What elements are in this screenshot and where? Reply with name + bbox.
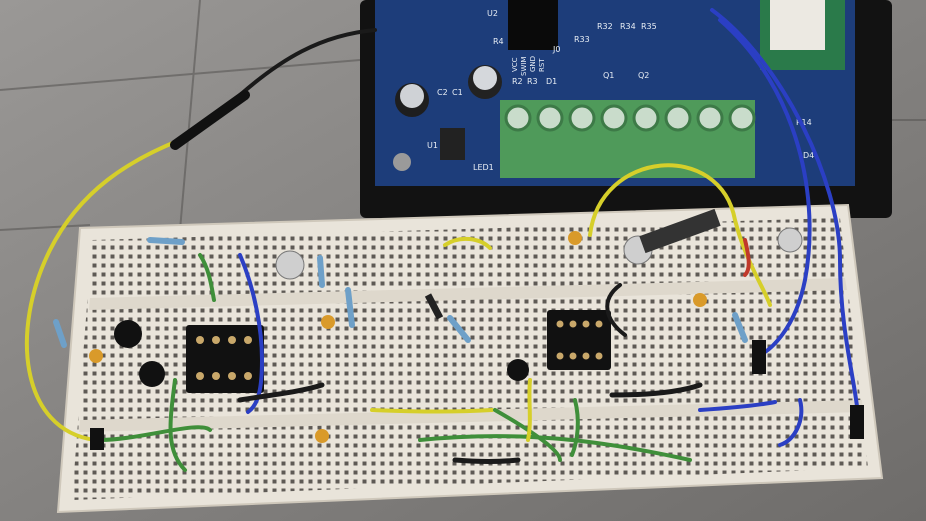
label-rst: RST bbox=[538, 58, 546, 72]
wire-green-2 bbox=[98, 425, 212, 442]
jumper-connector-3 bbox=[752, 340, 766, 374]
label-j0: J0 bbox=[552, 45, 560, 54]
electrolytic-capacitor-3 bbox=[507, 359, 529, 381]
wire-blue-3 bbox=[238, 253, 265, 414]
trimmer-potentiometer-3 bbox=[777, 227, 803, 253]
wire-blue-4 bbox=[698, 400, 777, 412]
label-d1: D1 bbox=[546, 77, 557, 86]
wire-black-programmer bbox=[238, 28, 377, 97]
label-u1: U1 bbox=[427, 141, 438, 150]
trimmer-potentiometer bbox=[275, 250, 305, 280]
electrolytic-capacitor-2 bbox=[139, 361, 165, 387]
electrolytic-capacitor bbox=[114, 320, 142, 348]
components bbox=[53, 208, 803, 443]
jumper-connector bbox=[170, 90, 250, 150]
label-r34: R34 bbox=[620, 22, 636, 31]
label-r33: R33 bbox=[574, 35, 590, 44]
label-led1: LED1 bbox=[473, 163, 494, 172]
wire-yellow-top bbox=[443, 236, 492, 250]
wire-black-3 bbox=[605, 283, 627, 337]
wire-green-5 bbox=[493, 408, 562, 462]
label-r2: R2 bbox=[512, 77, 523, 86]
probe bbox=[639, 208, 721, 254]
breadboard-channel-2 bbox=[79, 400, 863, 432]
wire-yellow-arc bbox=[588, 163, 772, 307]
wire-green-3 bbox=[168, 378, 187, 472]
wire-yellow-short bbox=[370, 408, 494, 414]
label-q2: Q2 bbox=[638, 71, 649, 80]
floor-tile-lines bbox=[0, 0, 926, 231]
wires bbox=[24, 8, 864, 472]
wire-black-1 bbox=[237, 382, 325, 403]
label-d4: D4 bbox=[803, 151, 814, 160]
wire-blue-1 bbox=[710, 8, 860, 417]
ic-adapter-right bbox=[547, 310, 611, 370]
wire-green-4 bbox=[418, 434, 692, 462]
label-r14: R14 bbox=[796, 118, 812, 127]
breadboard bbox=[56, 203, 884, 514]
label-q1: Q1 bbox=[603, 71, 614, 80]
wire-blue-2 bbox=[718, 18, 812, 357]
wire-yellow-long bbox=[24, 138, 182, 442]
label-gnd: GND bbox=[529, 56, 537, 72]
wire-red bbox=[743, 238, 751, 277]
breadboard-channel bbox=[89, 278, 847, 310]
programming-header bbox=[508, 0, 558, 50]
label-swim: SWIM bbox=[520, 57, 528, 76]
sensor-cap bbox=[770, 0, 825, 50]
label-r32: R32 bbox=[597, 22, 613, 31]
label-c1: C1 bbox=[452, 88, 463, 97]
diode bbox=[424, 293, 444, 320]
ic-adapter-left bbox=[186, 325, 264, 393]
label-r4: R4 bbox=[493, 37, 504, 46]
wire-green-1 bbox=[198, 253, 216, 302]
label-vcc: VCC bbox=[511, 57, 519, 72]
label-r3: R3 bbox=[527, 77, 538, 86]
wire-black-4 bbox=[452, 457, 521, 464]
wire-blue-5 bbox=[778, 398, 804, 447]
label-u2: U2 bbox=[487, 9, 498, 18]
label-c2: C2 bbox=[437, 88, 448, 97]
label-r35: R35 bbox=[641, 22, 657, 31]
wire-green-6 bbox=[570, 398, 580, 457]
screw bbox=[393, 153, 411, 171]
jumper-connector-4 bbox=[90, 428, 104, 450]
voltage-regulator bbox=[440, 128, 465, 160]
jumper-connector-2 bbox=[850, 405, 864, 439]
wire-black-2 bbox=[609, 382, 703, 398]
controller-enclosure: U2 R4 VCC SWIM GND RST J0 R32 R33 R34 R3… bbox=[360, 0, 892, 218]
wire-yellow-vertical bbox=[526, 378, 532, 442]
terminal-block bbox=[500, 100, 756, 178]
